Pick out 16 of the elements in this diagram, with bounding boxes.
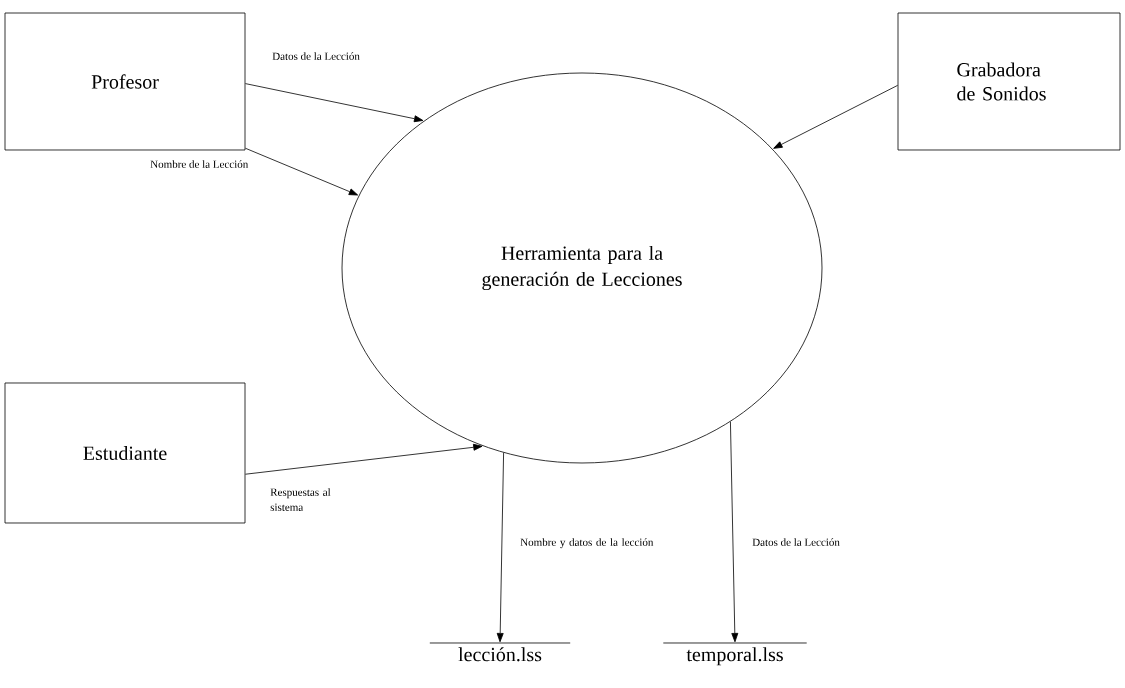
data-store: lección.lss	[429, 642, 571, 662]
arrow	[245, 443, 483, 475]
arrow	[730, 421, 739, 643]
arrow	[773, 85, 898, 149]
edge-label: Nombre de la Lección	[150, 160, 249, 168]
edge-label: Datos de la Lección	[752, 538, 840, 546]
arrow	[496, 452, 504, 643]
entity-box: Profesor	[4, 12, 246, 151]
edge-label: Nombre y datos de la lección	[520, 538, 654, 549]
arrow	[245, 147, 359, 196]
entity-box: Grabadora de Sonidos	[897, 12, 1121, 151]
entity-box: Estudiante	[4, 382, 246, 524]
data-store: temporal.lss	[662, 642, 808, 666]
arrow	[245, 83, 424, 123]
edge-label: Respuestas al sistema	[270, 488, 331, 511]
edge-label: Datos de la Lección	[272, 52, 360, 60]
